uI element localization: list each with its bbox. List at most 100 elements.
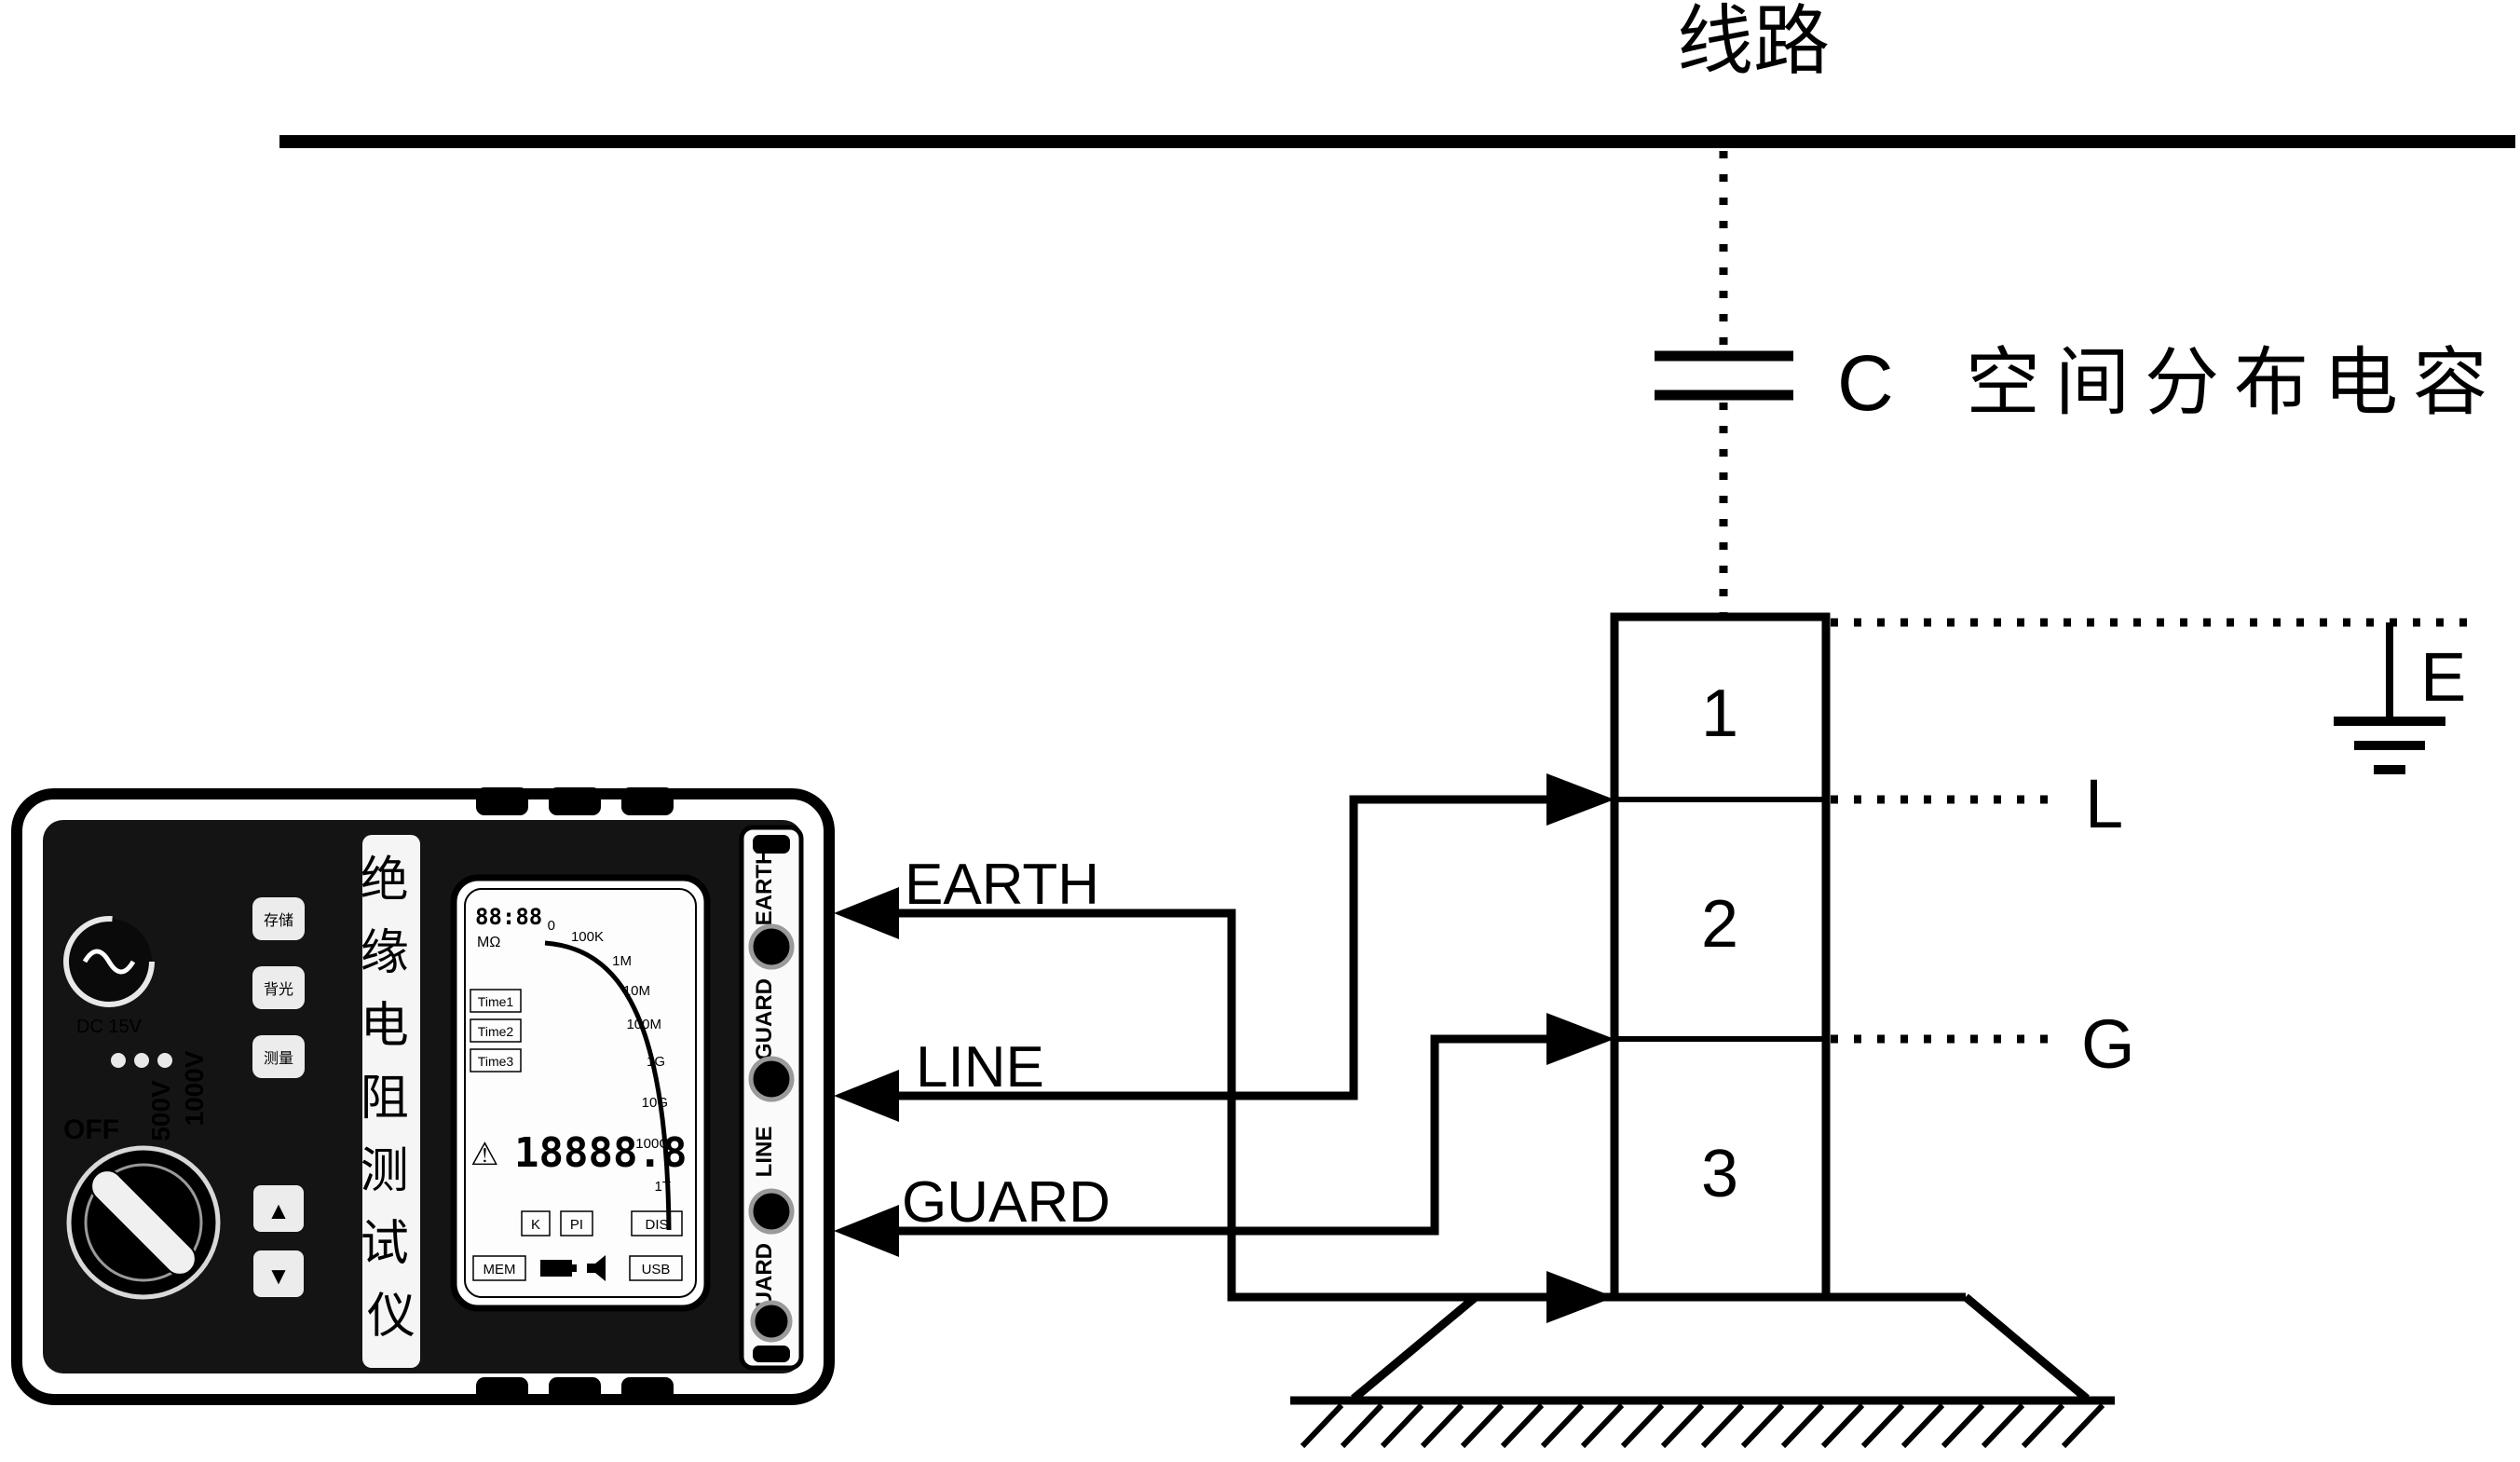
lcd-flag-k-box	[521, 1210, 551, 1237]
case-tab-top-1	[476, 787, 528, 815]
button-test	[252, 1035, 305, 1078]
lcd-flag-pi-box	[560, 1210, 593, 1237]
lcd-main-digits: 18888.8	[514, 1129, 687, 1177]
terminal-label-line: LINE	[752, 1127, 777, 1178]
guard-lead-arrow-junction	[1546, 1013, 1614, 1065]
overhead-line-label: 线路	[1677, 0, 1830, 84]
lcd-flag-mem: MEM	[484, 1262, 516, 1278]
lcd-timer2: Time2	[478, 1024, 514, 1039]
lcd-unit: MΩ	[477, 935, 500, 950]
line-lead-arrow-device	[834, 1070, 899, 1122]
down-arrow-icon: ▼	[266, 1262, 291, 1290]
base-slant-right	[1963, 1293, 2090, 1402]
rotary-switch-ring	[84, 1163, 203, 1282]
led-indicator-2	[134, 1053, 149, 1068]
lcd-flag-dis-box	[631, 1210, 683, 1237]
button-store-label: 存储	[264, 912, 293, 929]
lcd-scale-10m: 10M	[623, 983, 650, 999]
button-test-label: 测量	[264, 1050, 293, 1067]
insulator-body	[1610, 612, 1831, 1302]
capacitor-name: 空间分布电容	[1966, 341, 2502, 424]
dial-label-off: OFF	[63, 1114, 119, 1145]
adjust-knob-squiggle	[82, 949, 136, 975]
guard-node-label: G	[2081, 1005, 2135, 1083]
terminal-guard-1	[748, 1056, 795, 1102]
up-arrow-icon: ▲	[266, 1196, 291, 1224]
line-lead-arrow-junction	[1546, 773, 1614, 826]
overhead-line-group: 线路	[279, 0, 2515, 148]
base-slant-left	[1351, 1293, 1478, 1402]
earth-node-label: E	[2420, 638, 2466, 716]
button-backlight-label: 背光	[264, 981, 293, 998]
button-backlight	[252, 966, 305, 1009]
terminal-strip-tab-bottom	[753, 1346, 790, 1362]
lcd-timer2-box	[470, 1018, 522, 1043]
speaker-icon	[587, 1255, 606, 1281]
case-tab-bottom-3	[621, 1377, 674, 1405]
earth-lead-arrow-base	[1546, 1271, 1614, 1323]
device-name-strip	[362, 835, 420, 1368]
line-lead-label: LINE	[916, 1035, 1044, 1100]
case-tab-top-2	[549, 787, 601, 815]
lcd-warning-icon: ⚠	[470, 1137, 498, 1172]
guard-node-group: G	[1831, 1005, 2135, 1083]
capacitor-symbol: C	[1837, 339, 1894, 427]
lcd-scale-100g: 100G	[635, 1136, 670, 1152]
lcd-scale-arc	[544, 940, 672, 1231]
guard-lead-label: GUARD	[902, 1170, 1110, 1235]
button-store	[252, 897, 305, 940]
lcd-scale-0: 0	[548, 918, 555, 934]
lcd-timer1-box	[470, 989, 522, 1013]
lcd-flag-mem-box	[472, 1255, 526, 1281]
lcd-clock: 88:88	[475, 904, 542, 930]
line-node-group: L	[1831, 765, 2123, 842]
terminal-label-guard-1: GUARD	[752, 978, 777, 1060]
earth-lead-wire	[894, 909, 1554, 1302]
lcd-scale-1g: 1G	[647, 1054, 665, 1070]
insulator-section-3: 3	[1701, 1137, 1738, 1211]
lcd-scale-1m: 1M	[612, 953, 632, 969]
line-node-label: L	[2085, 765, 2123, 842]
lcd-timer3: Time3	[478, 1054, 514, 1069]
ground-hatching	[1300, 1402, 2105, 1449]
lcd-flag-usb: USB	[642, 1262, 671, 1278]
guard-lead-arrow-device	[834, 1205, 899, 1257]
lcd-flag-k: K	[531, 1217, 540, 1233]
lcd-scale-10g: 10G	[642, 1095, 668, 1111]
lcd-flag-usb-box	[629, 1255, 683, 1281]
terminal-strip-tab-top	[753, 835, 790, 854]
test-leads-group: EARTH LINE GUARD	[834, 773, 1614, 1323]
button-up	[253, 1185, 304, 1232]
tower-base-group	[1290, 1292, 2115, 1449]
dial-label-500v: 500V	[146, 1080, 175, 1141]
button-down	[253, 1250, 304, 1297]
power-label: DC 15V	[76, 1017, 143, 1037]
rotary-switch-slot	[90, 1169, 197, 1276]
case-tab-bottom-2	[549, 1377, 601, 1405]
insulator-group: 1 2 3	[1610, 612, 1831, 1302]
terminal-earth	[748, 923, 795, 970]
lcd-scale-100k: 100K	[571, 929, 604, 945]
battery-icon-nub	[572, 1264, 577, 1272]
lcd-flag-dis: DIS	[645, 1217, 668, 1233]
terminal-line	[748, 1188, 795, 1235]
led-indicator-1	[111, 1053, 126, 1068]
insulator-section-2: 2	[1701, 887, 1738, 962]
terminal-label-earth: EARTH	[752, 849, 777, 926]
tester-device-group: DC 15V OFF 500V 1000V 存储 背光 测量 ▲ ▼ 绝 缘 电…	[11, 787, 835, 1405]
lcd-flag-pi: PI	[570, 1217, 583, 1233]
battery-icon	[540, 1260, 572, 1277]
dial-label-1000v: 1000V	[180, 1050, 209, 1126]
device-name-vertical: 绝 缘 电 阻 测 试 仪	[361, 854, 422, 1344]
lcd-scale-100m: 100M	[626, 1017, 661, 1032]
case-tab-bottom-1	[476, 1377, 528, 1405]
earth-lead-arrow-device	[834, 887, 899, 939]
line-lead-wire	[894, 795, 1554, 1100]
terminal-guard-2	[750, 1300, 793, 1343]
earth-lead-label: EARTH	[905, 853, 1099, 917]
earth-node-group: E	[1831, 618, 2471, 774]
lcd-timer1: Time1	[478, 994, 514, 1009]
lcd-face	[464, 888, 697, 1298]
case-tab-top-3	[621, 787, 674, 815]
